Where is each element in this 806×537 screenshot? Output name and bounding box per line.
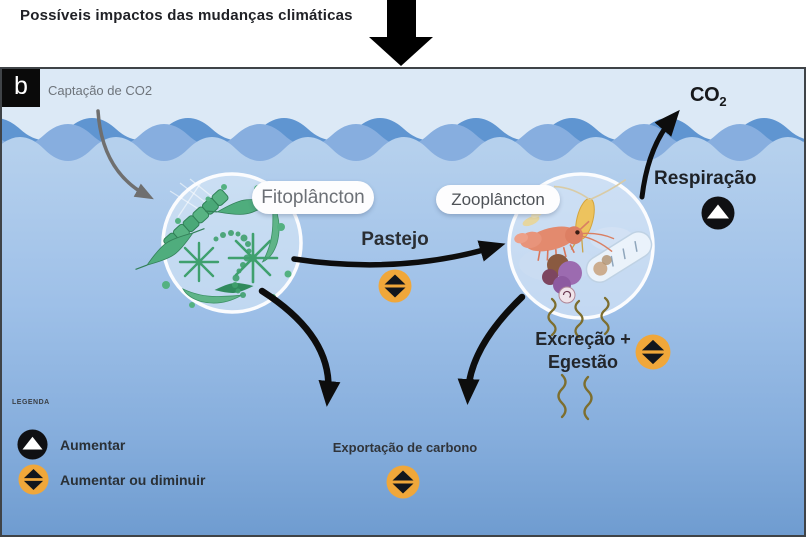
respiration-increase-badge bbox=[701, 196, 735, 230]
ocean-scene bbox=[2, 109, 804, 535]
legend-increase-badge bbox=[17, 429, 48, 460]
zooplankton-illustration bbox=[514, 179, 653, 304]
phytoplankton-illustration bbox=[135, 178, 292, 308]
co2-uptake-label: Captação de CO2 bbox=[48, 83, 153, 98]
excretion-line1: Excreção + bbox=[535, 329, 631, 349]
legend-item-increase-or-decrease: Aumentar ou diminuir bbox=[60, 472, 206, 488]
zooplankton-label: Zooplâncton bbox=[436, 185, 560, 214]
grazing-increase-or-decrease-badge bbox=[378, 269, 412, 303]
legend-increase-or-decrease-badge bbox=[18, 464, 49, 495]
respiration-label: Respiração bbox=[654, 168, 757, 189]
co2-subscript: 2 bbox=[719, 94, 727, 109]
phytoplankton-label: Fitoplâncton bbox=[252, 181, 374, 214]
co2-label: CO2 bbox=[690, 84, 727, 109]
grazing-arrow bbox=[291, 240, 506, 268]
figure-title: Possíveis impactos das mudanças climátic… bbox=[20, 7, 353, 24]
co2-text: CO bbox=[690, 84, 720, 106]
pteropod bbox=[542, 254, 582, 304]
excretion-label: Excreção + Egestão bbox=[518, 328, 648, 374]
ocean-panel: b Captação de CO2 Fitoplâncton Zooplânct… bbox=[0, 67, 806, 537]
carbon-export-label: Exportação de carbono bbox=[332, 440, 478, 455]
legend-item-increase: Aumentar bbox=[60, 437, 126, 453]
co2-uptake-arrow bbox=[96, 109, 154, 200]
legend-title: LEGENDA bbox=[12, 399, 50, 406]
diatom-dot-chain bbox=[213, 230, 252, 298]
salp bbox=[585, 231, 653, 283]
excretion-squiggles bbox=[547, 296, 610, 421]
excretion-line2: Egestão bbox=[547, 352, 619, 372]
downward-impact-arrow bbox=[369, 0, 433, 66]
export-increase-or-decrease-badge bbox=[386, 465, 420, 499]
carbon-export-arrows bbox=[258, 287, 526, 407]
excretion-increase-or-decrease-badge bbox=[635, 334, 671, 370]
grazing-label: Pastejo bbox=[361, 229, 429, 250]
panel-label: b bbox=[2, 69, 40, 107]
respiration-arrow bbox=[639, 109, 680, 200]
